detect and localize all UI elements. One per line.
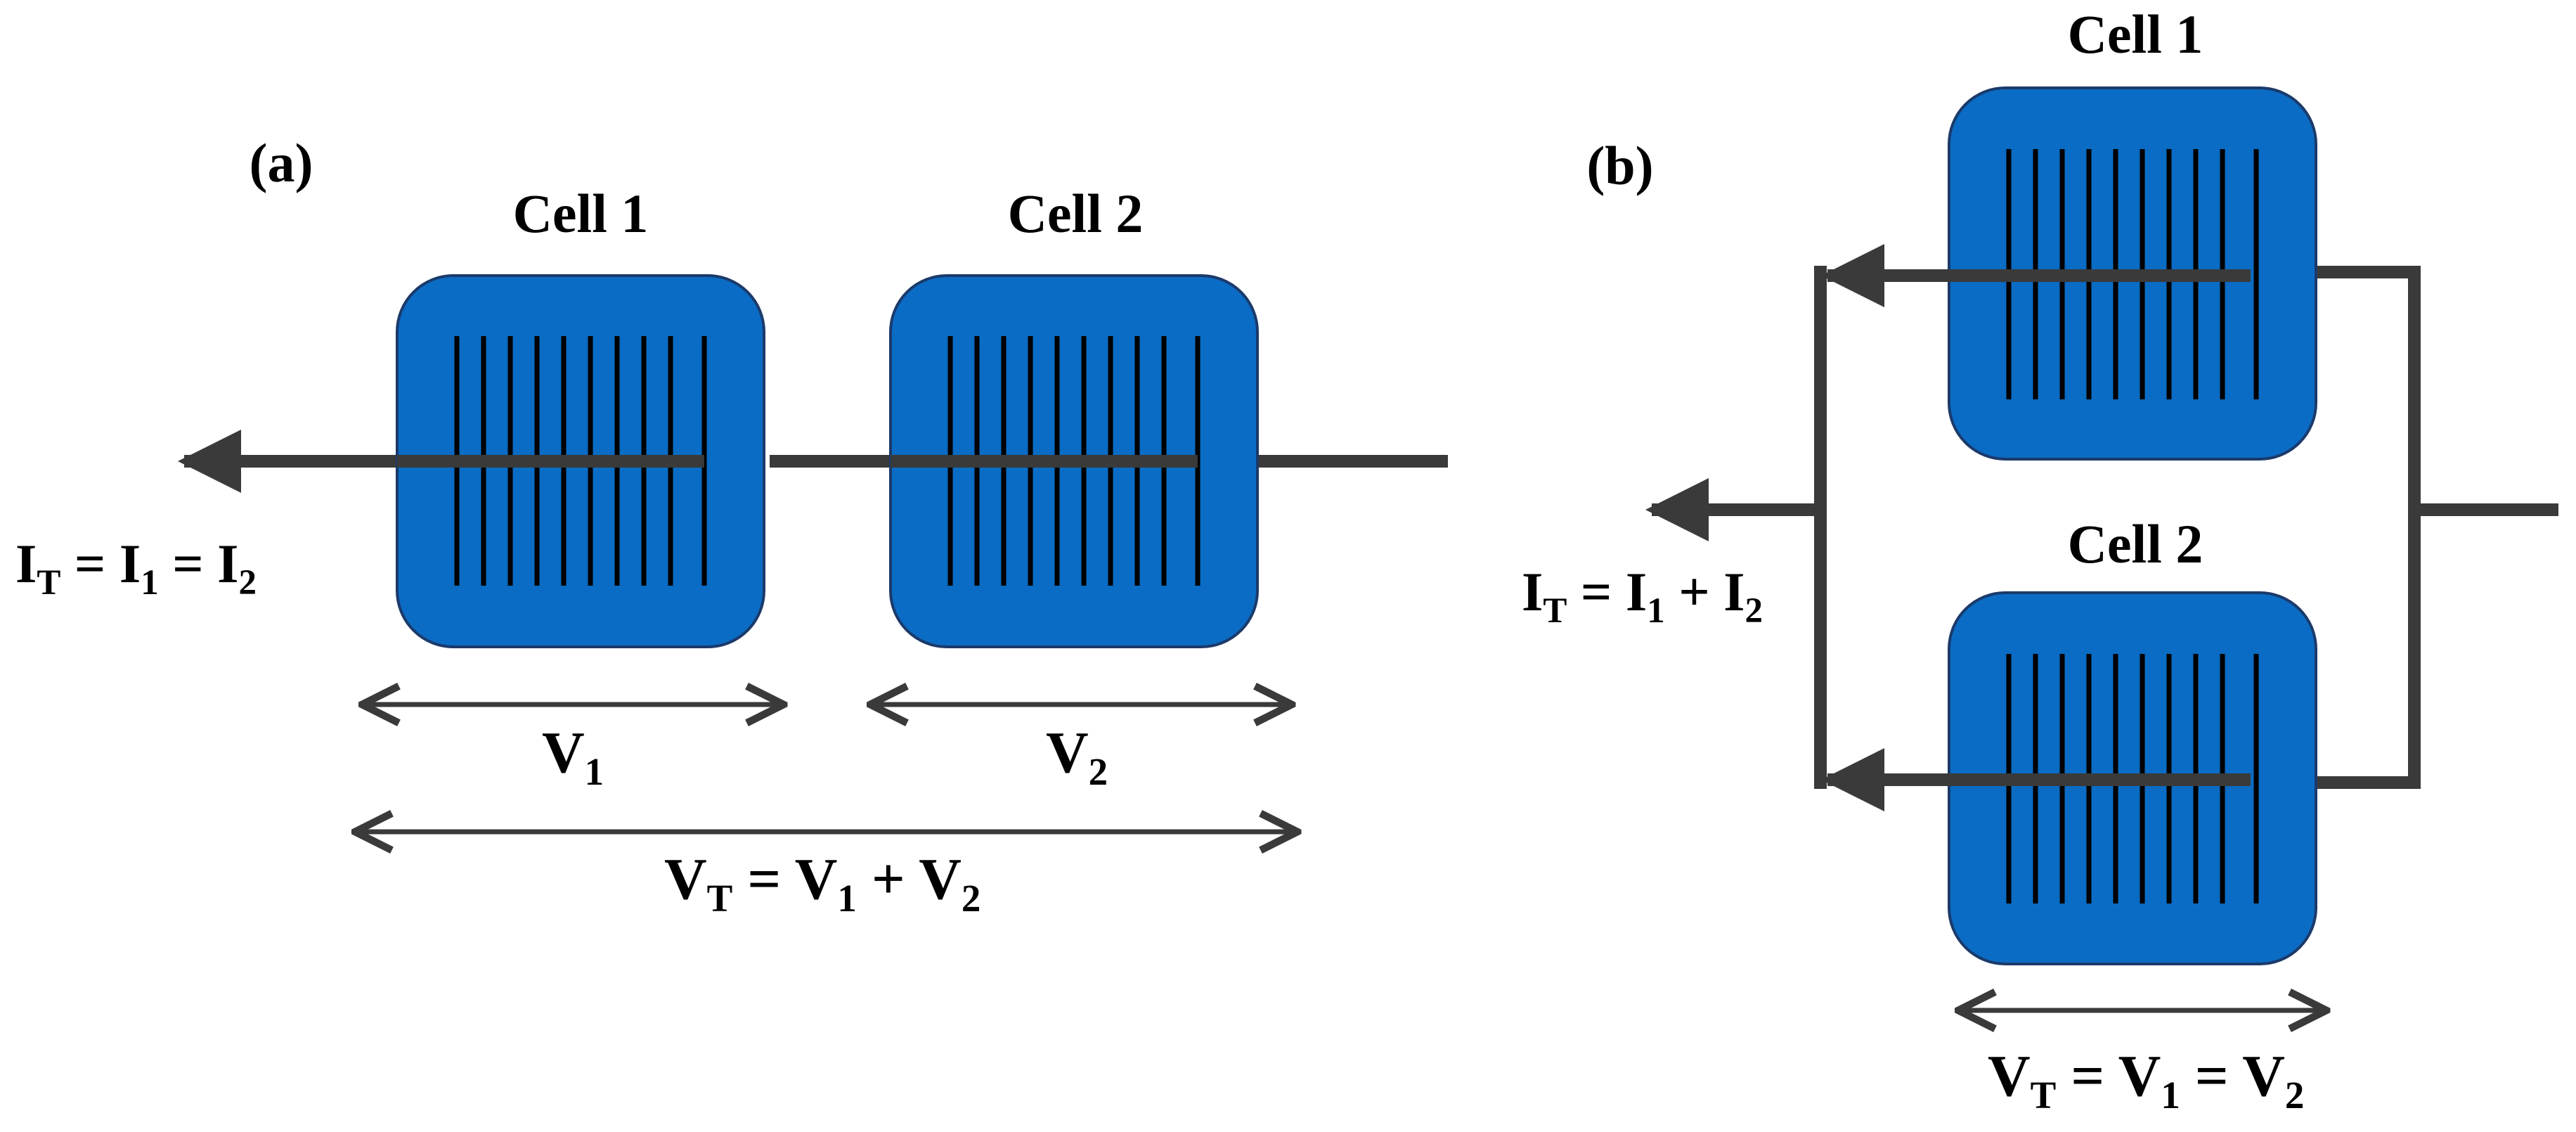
subscript: 1 xyxy=(1647,591,1665,631)
equation-text: + V xyxy=(857,847,962,912)
equation-text: I xyxy=(15,533,37,594)
equation-text: I xyxy=(1522,561,1543,622)
series-cell-1-title: Cell 1 xyxy=(513,183,649,244)
subscript: 1 xyxy=(585,750,604,793)
panel-b-parallel: (b) Cell 1 xyxy=(1522,4,2558,1117)
equation-text: = V xyxy=(732,847,837,912)
parallel-current-equation: IT = I1 + I2 xyxy=(1522,561,1763,631)
equation-text: = I xyxy=(159,533,239,594)
equation-text: = I xyxy=(1567,561,1647,622)
parallel-total-voltage-equation: VT = V1 = V2 xyxy=(1988,1043,2304,1117)
equation-text: + I xyxy=(1665,561,1745,622)
series-current-equation: IT = I1 = I2 xyxy=(15,533,257,603)
subscript: 1 xyxy=(141,563,159,603)
subscript: 1 xyxy=(2161,1074,2180,1117)
equation-text: V xyxy=(542,720,585,785)
series-cell-1 xyxy=(396,274,765,648)
subscript: T xyxy=(1543,591,1567,631)
equation-text: = I xyxy=(60,533,141,594)
subscript: 2 xyxy=(1745,591,1763,631)
equation-text: V xyxy=(664,847,707,912)
subscript: 2 xyxy=(1089,750,1108,793)
parallel-right-rail xyxy=(2317,266,2421,789)
series-v1-label: V1 xyxy=(542,720,604,793)
panel-a-series: (a) Cell 1 xyxy=(15,132,1448,920)
equation-text: V xyxy=(1046,720,1089,785)
subscript: T xyxy=(2031,1074,2057,1117)
parallel-cell-2-title: Cell 2 xyxy=(2068,513,2203,574)
series-cell-2-title: Cell 2 xyxy=(1008,183,1144,244)
equation-text: V xyxy=(1988,1043,2031,1109)
series-cell-2 xyxy=(889,274,1259,648)
equation-text: = V xyxy=(2056,1043,2161,1109)
subscript: 2 xyxy=(2285,1074,2305,1117)
series-total-voltage-equation: VT = V1 + V2 xyxy=(664,847,980,920)
subscript: 2 xyxy=(239,563,257,603)
equation-text: = V xyxy=(2180,1043,2285,1109)
subscript: 2 xyxy=(962,877,981,920)
panel-b-label: (b) xyxy=(1586,135,1653,196)
subscript: 1 xyxy=(837,877,857,920)
parallel-cell-1-title: Cell 1 xyxy=(2068,4,2203,65)
panel-a-label: (a) xyxy=(250,132,313,193)
series-v2-label: V2 xyxy=(1046,720,1108,793)
subscript: T xyxy=(37,563,60,603)
subscript: T xyxy=(707,877,733,920)
